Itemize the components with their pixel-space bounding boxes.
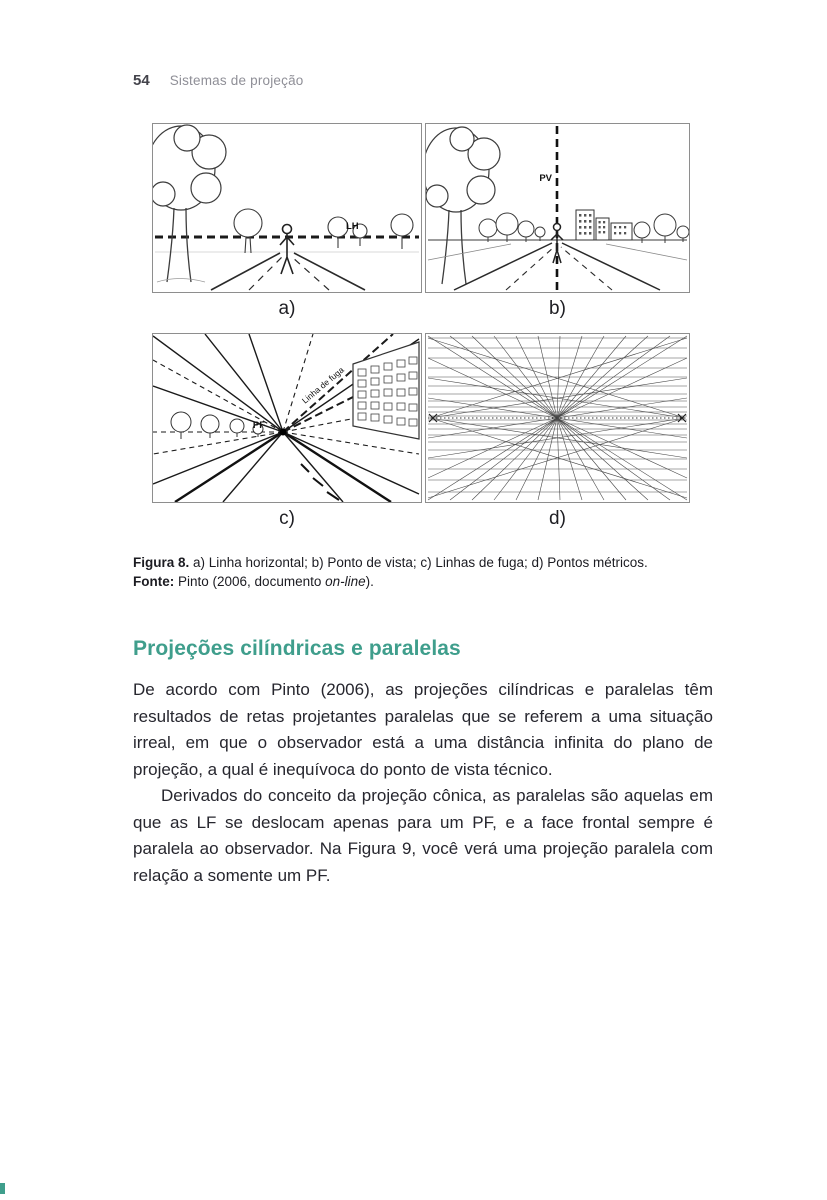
right-trees [633,213,689,243]
panel-c-drawing: PF Linha de fuga [153,334,420,502]
caption-fonte-text: Pinto (2006, documento [174,574,326,589]
page-number: 54 [133,72,150,89]
building-facade [352,341,420,440]
figure-panel-c: PF Linha de fuga [152,333,422,503]
page-header: 54 Sistemas de projeção [133,72,713,89]
panel-a-label: a) [278,298,296,319]
page-corner-mark [0,1183,5,1194]
figure-panel-d [425,333,690,503]
panel-a-drawing: LH [153,124,419,291]
figure-caption: Figura 8. a) Linha horizontal; b) Ponto … [133,553,713,591]
horizontal-grid-lines [428,337,687,493]
pv-label: PV [539,173,552,184]
linha-de-fuga-label: Linha de fuga [300,365,346,406]
pf-label: PF [253,420,265,431]
body-text: De acordo com Pinto (2006), as projeções… [133,677,713,889]
pf-point [279,428,287,436]
building-windows [579,214,627,235]
section-heading: Projeções cilíndricas e paralelas [133,637,461,660]
caption-figura-bold: Figura 8. [133,555,190,570]
road-dashes [300,463,340,501]
caption-fonte-end: ). [365,574,374,589]
large-tree [153,124,227,211]
paragraph-2: Derivados do conceito da projeção cônica… [133,786,713,885]
left-trees [170,411,264,439]
caption-fonte-bold: Fonte: [133,574,175,589]
metric-point-fan-lines [427,337,688,499]
large-tree [426,126,501,213]
panel-b-drawing: PV [426,126,689,291]
metric-point-crosses [428,413,687,423]
person-figure [279,223,295,275]
paragraph-1: De acordo com Pinto (2006), as projeções… [133,680,713,779]
caption-fonte-italic: on-line [325,574,366,589]
running-title: Sistemas de projeção [169,73,304,88]
road-lines [210,252,366,291]
left-trees [478,212,546,242]
vanishing-dashed-lines [153,334,420,455]
road-edges [174,430,392,502]
panel-b-label: b) [549,298,566,319]
vanishing-solid-lines [153,334,420,502]
panel-c-label: c) [279,508,295,529]
figure-8: LH [152,123,690,543]
road-lines [427,242,688,291]
panel-d-drawing [427,335,688,501]
person-figure [550,222,564,264]
caption-text: a) Linha horizontal; b) Ponto de vista; … [189,555,648,570]
lh-label: LH [346,221,359,232]
figure-panel-b: PV [425,123,690,293]
figure-panel-a: LH [152,123,422,293]
small-trees [233,208,414,254]
panel-d-label: d) [549,508,566,529]
